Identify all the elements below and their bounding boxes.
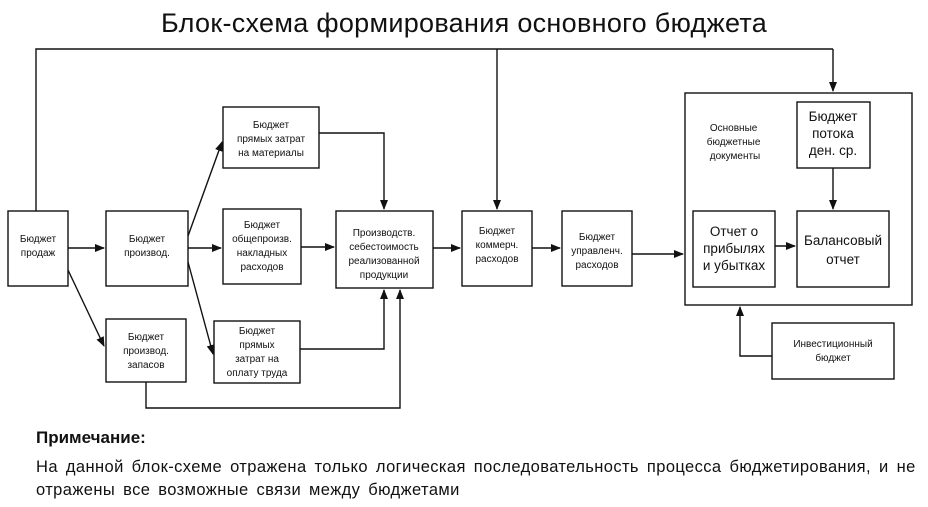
top-feed-line [35, 48, 833, 211]
main-documents-group [684, 92, 913, 306]
arrow-materials-to-cost [319, 132, 388, 210]
arrow-investment-to-group [736, 306, 772, 357]
note-title: Примечание: [36, 428, 146, 447]
arrow-to-labor [187, 261, 215, 355]
group-label: Основные бюджетные документы [707, 123, 763, 162]
arrow-labor-to-cost [300, 289, 388, 350]
note-text: На данной блок-схеме отражена только лог… [36, 458, 916, 499]
diagram-title: Блок-схема формирования основного бюджет… [161, 8, 768, 38]
arrow-to-materials [187, 141, 223, 237]
arrow-inventory-to-cost [145, 289, 404, 409]
arrow-sales-to-inventory [67, 269, 105, 347]
